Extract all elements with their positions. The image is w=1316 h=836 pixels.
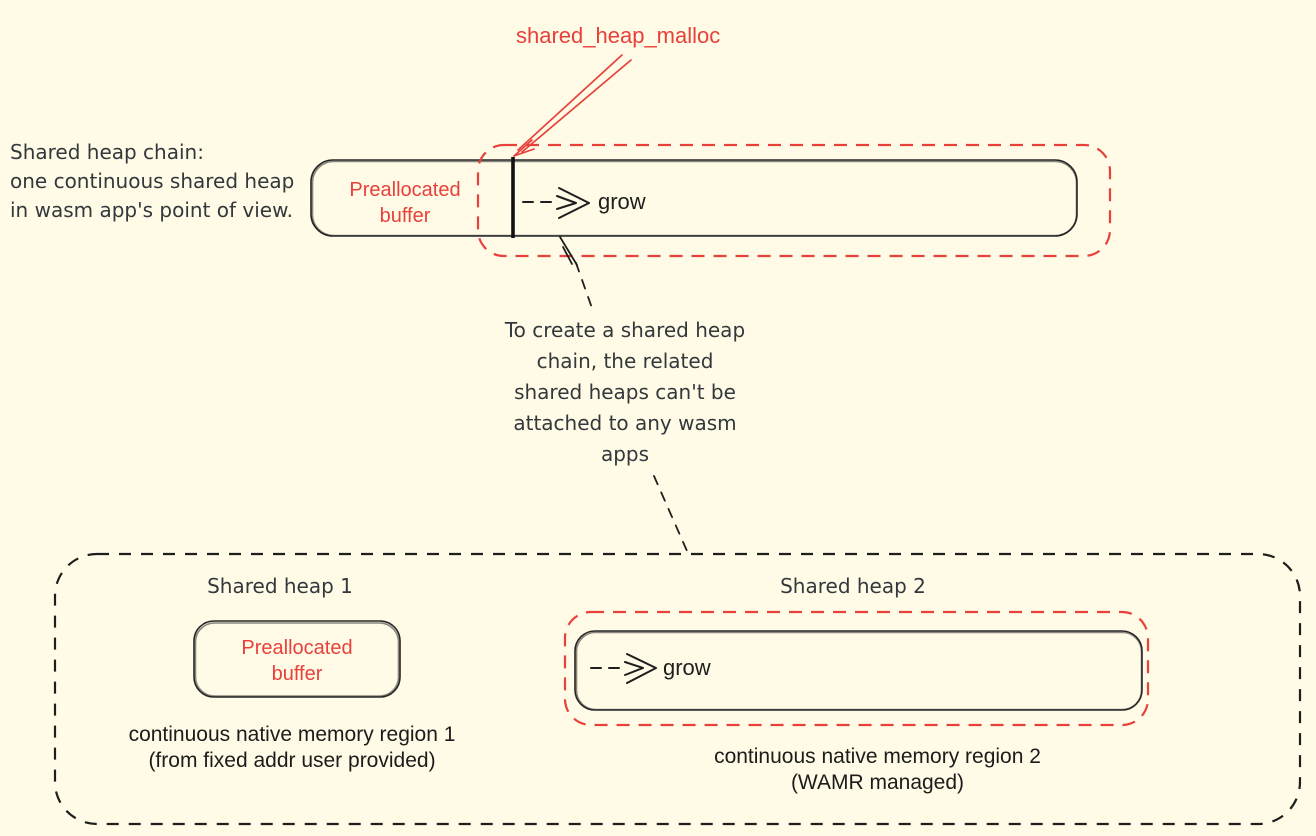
preallocated-buffer-label-bottom: Preallocated buffer	[241, 637, 353, 685]
shared-heap-1-title: Shared heap 1	[207, 574, 353, 598]
grow-arrow-top	[522, 187, 590, 219]
grow-label-top: grow	[598, 189, 646, 214]
preallocated-buffer-label-top: Preallocated buffer	[349, 179, 461, 227]
grow-arrow-bottom	[590, 653, 657, 684]
native-regions-outline	[53, 552, 1302, 826]
shared-heap-malloc-label: shared_heap_malloc	[516, 23, 721, 48]
malloc-arrow	[513, 54, 632, 157]
chain-growable-outline	[476, 143, 1112, 258]
heap2-box	[574, 630, 1143, 711]
native-region-2-caption: continuous native memory region 2 (WAMR …	[714, 745, 1041, 794]
heap2-growable-outline	[563, 610, 1150, 727]
heap1-buffer-box	[193, 620, 401, 698]
shared-heap-chain-note: Shared heap chain: one continuous shared…	[10, 140, 295, 222]
grow-label-bottom: grow	[663, 655, 711, 680]
native-region-1-caption: continuous native memory region 1 (from …	[128, 723, 456, 772]
shared-heap-2-title: Shared heap 2	[780, 574, 926, 598]
heap-chain-box	[310, 159, 1078, 237]
attach-note-pointer	[559, 236, 688, 552]
attach-restriction-note: To create a shared heap chain, the relat…	[504, 318, 746, 466]
